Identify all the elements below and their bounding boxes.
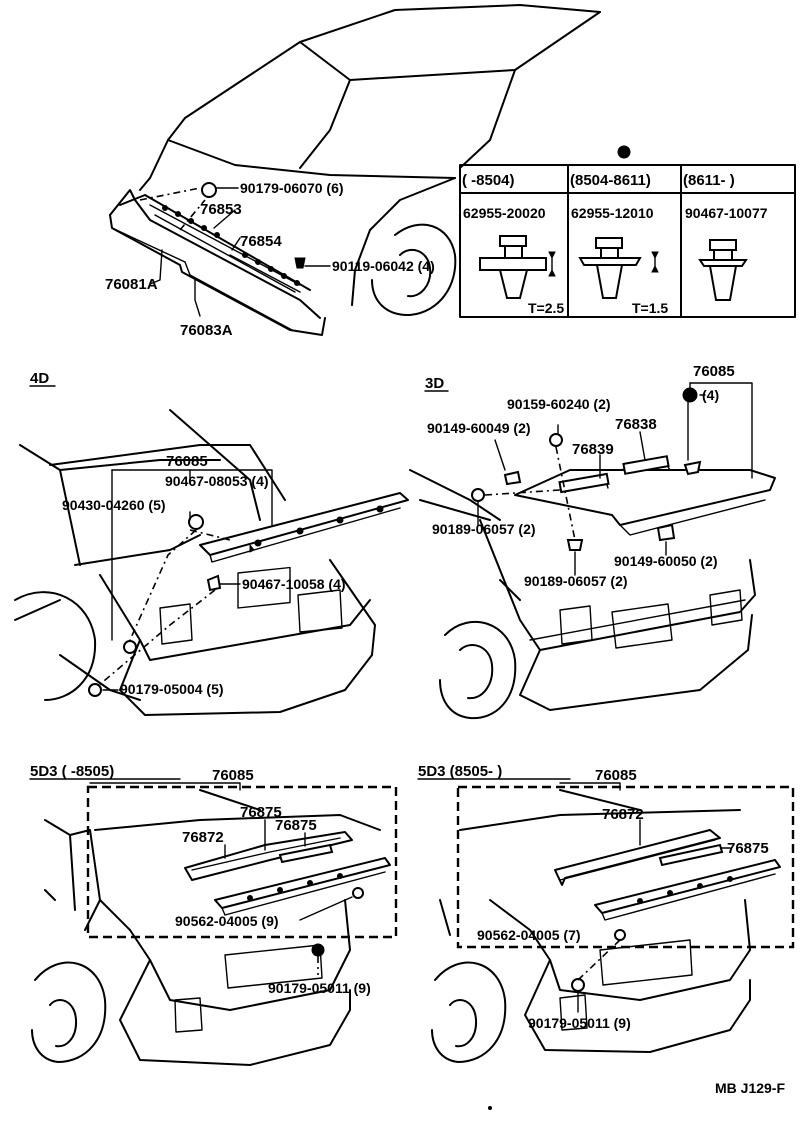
spoiler-3d [514, 455, 776, 536]
car-3d-illustration [409, 469, 756, 720]
label-76838: 76838 [615, 416, 657, 433]
label-76081A: 76081A [105, 276, 158, 293]
clip-icon [188, 514, 204, 530]
nut-icon [549, 433, 563, 447]
group-box-5d3-early [86, 785, 398, 939]
label-90159-60240: 90159-60240 (2) [507, 396, 611, 412]
section-title-4d: 4D [30, 370, 49, 387]
label-90179-05004: 90179-05004 (5) [120, 681, 224, 697]
clip-icon [682, 387, 698, 403]
label-90562-04005-a: 90562-04005 (9) [175, 913, 279, 929]
label-90149-60050: 90149-60050 (2) [614, 553, 718, 569]
leaders-5d3-early [89, 782, 353, 975]
label-90189-06057-a: 90189-06057 (2) [432, 521, 536, 537]
leaders-5d3-late [559, 782, 731, 1013]
nut-icon [571, 978, 585, 992]
fasteners-4d [88, 514, 222, 697]
label-76875-late: 76875 [727, 840, 769, 857]
diagram-code: MB J129-F [715, 1080, 785, 1096]
label-76872-a: 76872 [182, 829, 224, 846]
label-90179-05011-b: 90179-05011 (9) [528, 1015, 631, 1031]
front-car-illustration [139, 4, 601, 317]
spoiler-4d [199, 492, 409, 563]
label-76875-b: 76875 [275, 817, 317, 834]
label-90149-60049: 90149-60049 (2) [427, 420, 531, 436]
label-76875-a: 76875 [240, 804, 282, 821]
front-fasteners [162, 182, 306, 286]
callout-dot-icon [617, 145, 631, 159]
clip-icon [201, 182, 217, 198]
clip-table [459, 145, 796, 318]
clip-icon [614, 929, 626, 941]
clip-62955-20020-icon [479, 235, 556, 299]
table-part-1: 62955-20020 [463, 205, 546, 221]
label-76085-3d: 76085 [693, 363, 735, 380]
part-76875-icon [278, 843, 334, 864]
nut-icon [566, 539, 584, 551]
leaders-4d [97, 469, 273, 691]
label-90430-04260: 90430-04260 (5) [62, 497, 166, 513]
car-5d3-late-illustration [431, 789, 751, 1063]
spoiler-5d3-early [214, 857, 391, 909]
fasteners-3d [471, 387, 702, 551]
section-title-5d3-late: 5D3 (8505- ) [418, 763, 502, 780]
label-76085-5d3-late: 76085 [595, 767, 637, 784]
screw-icon [294, 257, 306, 269]
group-box-5d3-late [456, 785, 795, 949]
label-76853: 76853 [200, 201, 242, 218]
label-76839: 76839 [572, 441, 614, 458]
table-thickness-1: T=2.5 [528, 300, 564, 316]
front-leaders [149, 187, 331, 317]
parts-5d3-late [554, 829, 781, 992]
label-90119-06042: 90119-06042 (4) [332, 258, 435, 274]
label-90179-06070: 90179-06070 (6) [240, 180, 344, 196]
label-90179-05011-a: 90179-05011 (9) [268, 980, 371, 996]
table-thickness-2: T=1.5 [632, 300, 668, 316]
parts-5d3-early [184, 831, 391, 957]
label-90562-04005-b: 90562-04005 (7) [477, 927, 581, 943]
grommet-icon [123, 640, 137, 654]
bolt-icon [656, 523, 676, 542]
clip-90467-10077-icon [698, 239, 748, 301]
section-title-3d: 3D [425, 375, 444, 392]
table-part-2: 62955-12010 [571, 205, 654, 221]
clip-icon [352, 887, 364, 899]
clip-icon [683, 460, 702, 476]
table-header-1: ( -8504) [462, 172, 515, 189]
spoiler-5d3-late [594, 859, 781, 914]
label-76872-late: 76872 [602, 806, 644, 823]
nut-icon [471, 488, 485, 502]
label-90467-08053: 90467-08053 (4) [165, 473, 269, 489]
leaders-3d [477, 382, 753, 576]
label-76083A: 76083A [180, 322, 233, 339]
clip-62955-12010-icon [578, 237, 659, 299]
label-76854: 76854 [240, 233, 282, 250]
label-90467-10058: 90467-10058 (4) [242, 576, 346, 592]
label-qty-4: (4) [702, 387, 719, 403]
nut-icon [88, 683, 102, 697]
label-76085-4d: 76085 [166, 453, 208, 470]
front-spoiler-assembly [109, 187, 326, 336]
section-title-5d3-early: 5D3 ( -8505) [30, 763, 114, 780]
nut-icon [311, 943, 325, 957]
label-76085-5d3-early: 76085 [212, 767, 254, 784]
bolt-icon [503, 470, 522, 486]
part-76875-late-icon [658, 843, 724, 867]
table-header-2: (8504-8611) [570, 172, 651, 189]
car-5d3-early-illustration [31, 789, 381, 1066]
table-header-3: (8611- ) [683, 172, 735, 189]
table-part-3: 90467-10077 [685, 205, 768, 221]
clip-icon [206, 574, 222, 592]
label-90189-06057-b: 90189-06057 (2) [524, 573, 628, 589]
